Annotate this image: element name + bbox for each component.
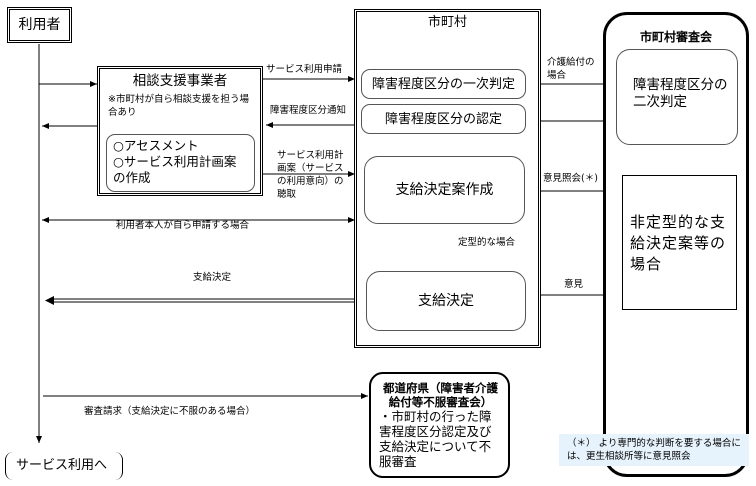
label-opinion: 意見 xyxy=(564,279,584,290)
label-plan-hearing: サービス利用計画案（サービスの利用意向）の聴取 xyxy=(277,150,344,200)
certification-label: 障害程度区分の認定 xyxy=(384,111,502,127)
secondary-judgment-label: 障害程度区分の二次判定 xyxy=(633,77,728,110)
label-typical-case: 定型的な場合 xyxy=(458,237,516,248)
user-node: 利用者 xyxy=(7,7,72,43)
footnote: （＊） より専門的な判断を要する場合には、更生相談所等に意見照会 xyxy=(559,434,749,466)
municipality-title: 市町村 xyxy=(427,15,467,30)
decision-label: 支給決定 xyxy=(418,292,474,309)
label-level-notice: 障害程度区分通知 xyxy=(270,105,347,116)
label-care-benefit: 介護給付の場合 xyxy=(547,57,595,81)
secondary-judgment-box: 障害程度区分の二次判定 xyxy=(616,49,738,145)
prefecture-body: ・市町村の行った障害程度区分認定及び支給決定について不服審査 xyxy=(379,409,492,469)
prefecture-title: 都道府県（障害者介護給付等不服審査会） xyxy=(383,381,498,409)
consult-provider-note: ※市町村が自ら相談支援を担う場合あり xyxy=(108,94,249,118)
task-assessment: ○アセスメント xyxy=(113,138,199,153)
certification-box: 障害程度区分の認定 xyxy=(361,104,526,134)
atypical-case-box: 非定型的な支給決定案等の場合 xyxy=(622,175,737,310)
footnote-text: （＊） より専門的な判断を要する場合には、更生相談所等に意見照会 xyxy=(567,438,741,462)
review-board-title: 市町村審査会 xyxy=(639,30,712,44)
service-use-node: サービス利用へ xyxy=(5,452,123,480)
label-decision-notice: 支給決定 xyxy=(193,272,232,283)
label-appeal: 審査請求（支給決定に不服のある場合） xyxy=(84,406,256,417)
draft-decision-label: 支給決定案作成 xyxy=(395,181,494,198)
label-opinion-inquiry: 意見照会(＊) xyxy=(543,173,598,184)
primary-judgment-box: 障害程度区分の一次判定 xyxy=(361,69,526,99)
consult-tasks-box: ○アセスメント ○サービス利用計画案の作成 xyxy=(106,134,255,192)
primary-judgment-label: 障害程度区分の一次判定 xyxy=(371,76,515,92)
consult-provider-node: 相談支援事業者 ※市町村が自ら相談支援を担う場合あり ○アセスメント ○サービス… xyxy=(97,66,263,196)
task-plan-draft: ○サービス利用計画案の作成 xyxy=(113,154,237,185)
decision-box: 支給決定 xyxy=(366,271,526,331)
consult-provider-title: 相談支援事業者 xyxy=(132,73,228,89)
draft-decision-box: 支給決定案作成 xyxy=(364,156,525,224)
arrow-decision-notice xyxy=(45,296,54,305)
prefecture-node: 都道府県（障害者介護給付等不服審査会） ・市町村の行った障害程度区分認定及び支給… xyxy=(369,372,510,478)
atypical-case-label: 非定型的な支給決定案等の場合 xyxy=(630,213,727,273)
user-label: 利用者 xyxy=(18,16,61,33)
service-use-label: サービス利用へ xyxy=(16,458,108,473)
label-service-application: サービス利用申請 xyxy=(266,64,343,75)
label-self-application: 利用者本人が自ら申請する場合 xyxy=(116,220,250,231)
